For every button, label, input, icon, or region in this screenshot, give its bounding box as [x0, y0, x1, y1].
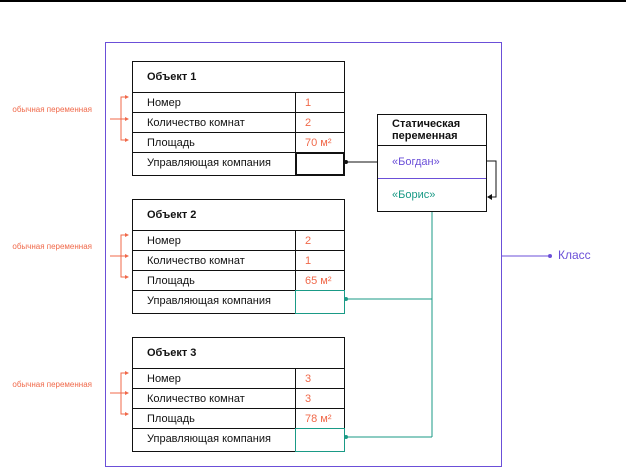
field-value: 2: [305, 117, 312, 129]
field-value: 3: [305, 373, 312, 385]
table-row: Управляющая компания: [133, 152, 345, 176]
bracket-object-3: [110, 372, 126, 415]
object-1-reference-line: [344, 160, 377, 164]
field-label: Количество комнат: [133, 113, 296, 132]
field-label: Площадь: [133, 271, 296, 290]
table-row: Номер 3: [133, 369, 344, 389]
table-row: Номер 1: [133, 93, 344, 113]
side-label-object-1: обычная переменная: [12, 105, 92, 114]
field-label: Количество комнат: [133, 251, 296, 270]
reference-box: [295, 152, 345, 176]
static-value-old: «Богдан»: [378, 146, 486, 179]
bracket-object-2-arrows: [125, 233, 129, 279]
field-label: Управляющая компания: [133, 429, 296, 451]
side-label-object-3: обычная переменная: [12, 380, 92, 389]
static-value-new: «Борис»: [392, 189, 436, 201]
side-label-object-2: обычная переменная: [12, 242, 92, 251]
field-label: Управляющая компания: [133, 153, 296, 175]
field-value: 3: [305, 393, 312, 405]
table-row: Площадь 65 м²: [133, 271, 344, 291]
reassign-arrow: [487, 160, 497, 198]
object-3-table: Объект 3 Номер 3 Количество комнат 3 Пло…: [132, 337, 345, 452]
table-row: Управляющая компания: [133, 290, 345, 314]
bracket-object-1: [110, 96, 126, 141]
static-variable-box: Статическая переменная «Богдан» «Борис»: [377, 114, 487, 212]
object-3-reference-dot: [344, 435, 348, 439]
table-row: Площадь 70 м²: [133, 133, 344, 153]
class-boundary: [105, 42, 502, 467]
reference-cell: [295, 290, 345, 314]
field-label: Площадь: [133, 409, 296, 428]
bracket-object-1-arrows: [125, 95, 129, 142]
field-label: Номер: [133, 93, 296, 112]
reference-cell: [295, 428, 345, 452]
table-row: Количество комнат 3: [133, 389, 344, 409]
class-label: Класс: [558, 248, 591, 262]
object-1-table: Объект 1 Номер 1 Количество комнат 2 Пло…: [132, 61, 345, 176]
teal-reference-lines: [346, 212, 433, 438]
field-label: Управляющая компания: [133, 291, 296, 313]
object-2-reference-dot: [344, 297, 348, 301]
field-value: 1: [305, 255, 312, 267]
reassign-arrowhead: [487, 194, 492, 200]
field-value: 1: [305, 97, 312, 109]
reference-box: [295, 290, 345, 314]
field-value: 70 м²: [305, 137, 332, 149]
bracket-object-2: [110, 234, 126, 278]
field-label: Номер: [133, 369, 296, 388]
table-row: Количество комнат 2: [133, 113, 344, 133]
object-2-table: Объект 2 Номер 2 Количество комнат 1 Пло…: [132, 199, 345, 314]
field-value: 65 м²: [305, 275, 332, 287]
table-row: Количество комнат 1: [133, 251, 344, 271]
field-label: Количество комнат: [133, 389, 296, 408]
class-pointer-dot: [548, 254, 552, 258]
field-value: 78 м²: [305, 413, 332, 425]
table-row: Площадь 78 м²: [133, 409, 344, 429]
field-label: Площадь: [133, 133, 296, 152]
reference-cell: [295, 152, 345, 176]
bracket-object-3-arrows: [125, 371, 129, 416]
field-label: Номер: [133, 231, 296, 250]
object-3-title: Объект 3: [133, 338, 344, 369]
reference-box: [295, 428, 345, 452]
top-border: [0, 0, 626, 2]
field-value: 2: [305, 235, 312, 247]
table-row: Номер 2: [133, 231, 344, 251]
static-variable-title: Статическая переменная: [378, 115, 486, 146]
table-row: Управляющая компания: [133, 428, 345, 452]
object-1-title: Объект 1: [133, 62, 344, 93]
object-2-title: Объект 2: [133, 200, 344, 231]
